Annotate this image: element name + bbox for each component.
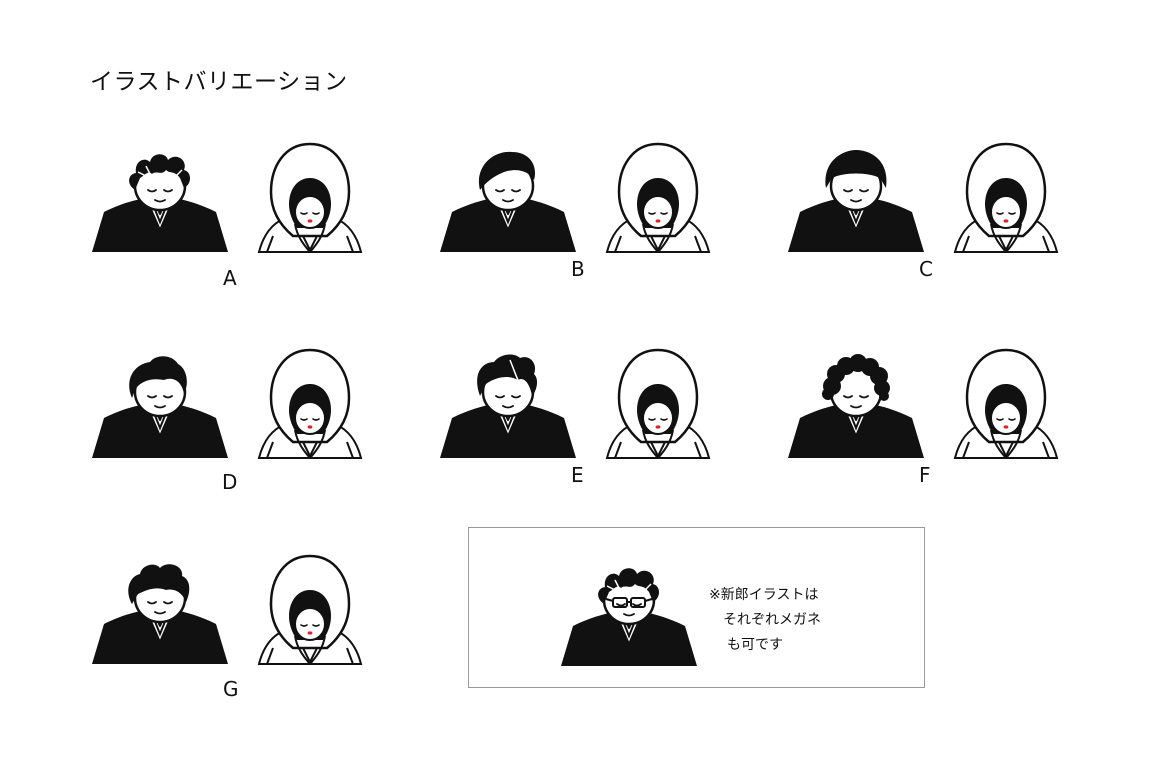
groom-illustration [788, 354, 924, 458]
note-line: も可です [727, 637, 783, 653]
groom-illustration [92, 564, 228, 664]
variant-c: C [786, 140, 1066, 300]
variant-label: E [571, 463, 584, 487]
variant-label: F [919, 463, 931, 487]
groom-illustration [92, 356, 228, 458]
note-text: ※新郎イラストは それぞれメガネ も可です [709, 583, 821, 658]
variant-label: G [223, 677, 239, 701]
groom-illustration-with-glasses [561, 568, 697, 666]
variant-label: C [919, 257, 933, 281]
bride-illustration [257, 554, 363, 665]
variant-d: D [90, 346, 370, 506]
variant-f: F [786, 346, 1066, 506]
bride-illustration [605, 142, 711, 253]
variant-g: G [90, 552, 370, 712]
glasses-note-box: ※新郎イラストは それぞれメガネ も可です [468, 527, 925, 688]
bride-illustration [953, 142, 1059, 253]
groom-illustration [92, 154, 228, 252]
note-line: ※新郎イラストは [709, 587, 819, 603]
bride-illustration [257, 142, 363, 253]
variant-label: A [223, 266, 237, 290]
note-line: それぞれメガネ [723, 612, 821, 628]
variant-e: E [438, 346, 718, 506]
variant-b: B [438, 140, 718, 300]
groom-illustration [440, 151, 576, 252]
groom-illustration [788, 150, 924, 252]
groom-illustration [440, 354, 576, 458]
variant-label: B [571, 257, 585, 281]
bride-illustration [953, 348, 1059, 459]
variant-a: A [90, 140, 370, 300]
bride-illustration [257, 348, 363, 459]
page-title: イラストバリエーション [90, 69, 348, 95]
bride-illustration [605, 348, 711, 459]
variant-label: D [222, 470, 238, 494]
